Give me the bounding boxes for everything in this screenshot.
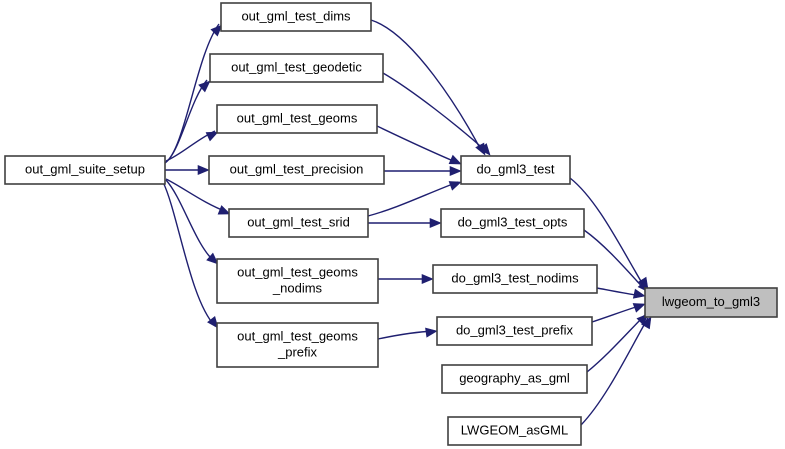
- node-box-out_gml_test_srid[interactable]: [228, 208, 369, 238]
- arrowhead: [217, 205, 231, 215]
- node-box-lwgeom_to_gml3[interactable]: [644, 287, 778, 318]
- node-box-geography_as_gml[interactable]: [441, 364, 588, 394]
- node-out_gml_test_geoms_prefix[interactable]: out_gml_test_geoms_prefix: [216, 322, 379, 368]
- edge-do_gml3_test-to-lwgeom_to_gml3: [569, 177, 646, 289]
- node-geography_as_gml[interactable]: geography_as_gml: [441, 364, 588, 394]
- edge-geography_as_gml-to-lwgeom_to_gml3: [586, 314, 646, 373]
- node-do_gml3_test[interactable]: do_gml3_test: [460, 155, 571, 185]
- node-do_gml3_test_nodims[interactable]: do_gml3_test_nodims: [432, 264, 598, 294]
- arrowhead: [478, 143, 491, 156]
- node-out_gml_test_precision[interactable]: out_gml_test_precision: [208, 155, 385, 185]
- edge-out_gml_suite_setup-to-out_gml_test_geoms_prefix: [162, 181, 216, 327]
- arrowhead: [449, 165, 462, 177]
- node-do_gml3_test_prefix[interactable]: do_gml3_test_prefix: [436, 316, 593, 346]
- nodes-layer: out_gml_suite_setup out_gml_test_dims out_…: [4, 2, 778, 446]
- node-out_gml_test_geoms[interactable]: out_gml_test_geoms: [216, 104, 378, 134]
- node-box-out_gml_test_precision[interactable]: [208, 155, 385, 185]
- edge-out_gml_test_geodetic-to-do_gml3_test: [382, 72, 488, 153]
- edge-out_gml_suite_setup-to-out_gml_test_geoms_nodims: [165, 179, 216, 263]
- edge-out_gml_test_geoms-to-do_gml3_test: [376, 125, 459, 164]
- edges-layer: [162, 19, 649, 426]
- arrowhead: [210, 24, 223, 37]
- node-box-out_gml_test_geoms[interactable]: [216, 104, 378, 134]
- arrowhead: [429, 217, 442, 229]
- arrowhead: [197, 164, 210, 176]
- arrowhead: [198, 80, 211, 93]
- node-do_gml3_test_opts[interactable]: do_gml3_test_opts: [440, 208, 585, 238]
- node-box-do_gml3_test_prefix[interactable]: [436, 316, 593, 346]
- edge-out_gml_suite_setup-to-out_gml_test_dims: [164, 23, 220, 164]
- node-box-do_gml3_test_nodims[interactable]: [432, 264, 598, 294]
- arrowhead: [421, 273, 434, 285]
- arrowhead: [448, 154, 462, 165]
- arrowhead: [640, 316, 652, 330]
- edge-out_gml_test_geoms_prefix-to-do_gml3_test_prefix: [377, 330, 435, 340]
- node-out_gml_test_geodetic[interactable]: out_gml_test_geodetic: [209, 53, 384, 83]
- arrowhead: [205, 131, 219, 142]
- arrowhead: [632, 288, 646, 299]
- edge-out_gml_suite_setup-to-out_gml_test_geodetic: [165, 79, 208, 163]
- node-LWGEOM_asGML[interactable]: LWGEOM_asGML: [447, 416, 582, 446]
- arrowhead: [632, 303, 646, 313]
- edge-out_gml_test_dims-to-do_gml3_test: [370, 19, 483, 153]
- node-box-do_gml3_test_opts[interactable]: [440, 208, 585, 238]
- arrowhead: [425, 327, 438, 338]
- node-box-out_gml_test_geoms_prefix[interactable]: [216, 322, 379, 368]
- arrowhead: [206, 252, 219, 265]
- node-box-do_gml3_test[interactable]: [460, 155, 571, 185]
- node-box-LWGEOM_asGML[interactable]: [447, 416, 582, 446]
- node-out_gml_suite_setup[interactable]: out_gml_suite_setup: [4, 155, 166, 185]
- arrowhead: [448, 181, 462, 191]
- edge-do_gml3_test_opts-to-lwgeom_to_gml3: [583, 229, 647, 292]
- edge-out_gml_test_srid-to-do_gml3_test: [367, 181, 459, 217]
- node-out_gml_test_srid[interactable]: out_gml_test_srid: [228, 208, 369, 238]
- edge-LWGEOM_asGML-to-lwgeom_to_gml3: [580, 317, 649, 426]
- node-box-out_gml_test_geodetic[interactable]: [209, 53, 384, 83]
- node-out_gml_test_dims[interactable]: out_gml_test_dims: [220, 2, 372, 32]
- node-box-out_gml_test_geoms_nodims[interactable]: [216, 258, 379, 304]
- node-out_gml_test_geoms_nodims[interactable]: out_gml_test_geoms_nodims: [216, 258, 379, 304]
- node-lwgeom_to_gml3[interactable]: lwgeom_to_gml3: [644, 287, 778, 318]
- node-box-out_gml_test_dims[interactable]: [220, 2, 372, 32]
- node-box-out_gml_suite_setup[interactable]: [4, 155, 166, 185]
